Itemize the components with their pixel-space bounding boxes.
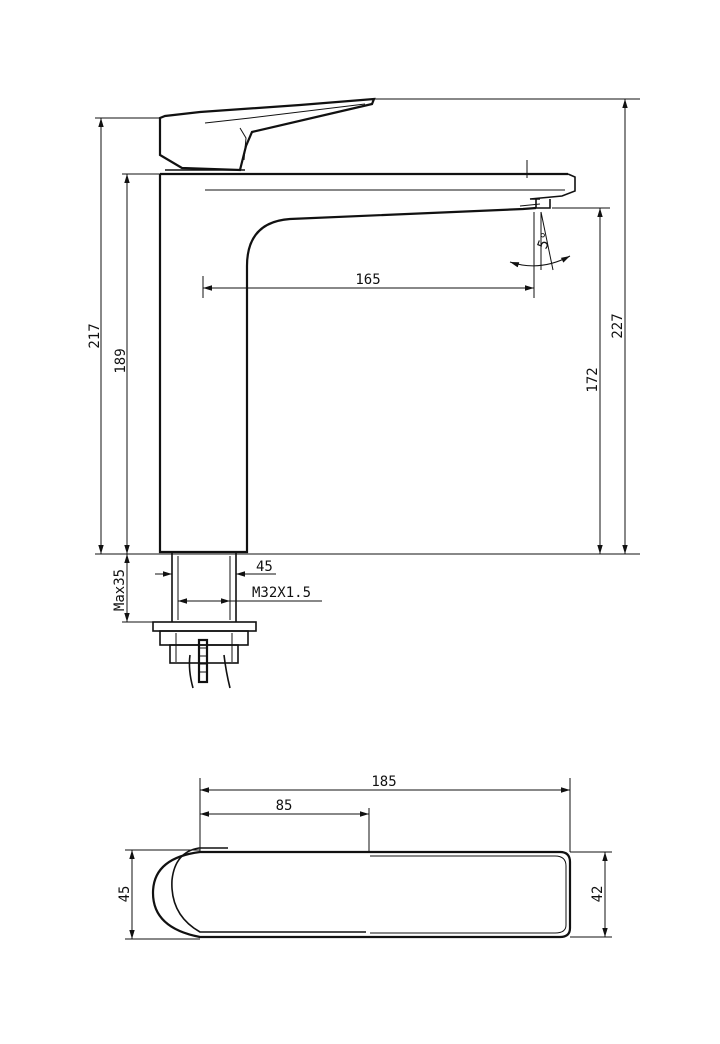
dim-label-thread: M32X1.5 [252,585,311,601]
plan-view: 185 85 45 42 [117,774,612,940]
plan-spout-outline [366,850,572,939]
plan-handle-outline [151,850,366,939]
dim-label-42: 42 [590,886,606,903]
dim-label-85: 85 [276,798,293,814]
dim-label-172: 172 [585,367,601,392]
dim-label-max35: Max35 [112,569,128,611]
dim-label-base-45: 45 [256,559,273,575]
dim-label-plan-45: 45 [117,886,133,903]
dim-label-165: 165 [355,272,380,288]
dim-label-angle: 5° [535,230,556,251]
dim-label-217: 217 [87,323,103,348]
lever-handle [158,97,376,172]
side-elevation-view: 217 189 Max35 172 227 165 5° 45 M32X1.5 [87,97,640,689]
angle-annotation: 5° [509,211,571,271]
dim-label-185: 185 [371,774,396,790]
dim-label-227: 227 [610,313,626,338]
dim-label-189: 189 [113,348,129,373]
faucet-body [158,174,537,554]
mounting-assembly [152,552,257,689]
